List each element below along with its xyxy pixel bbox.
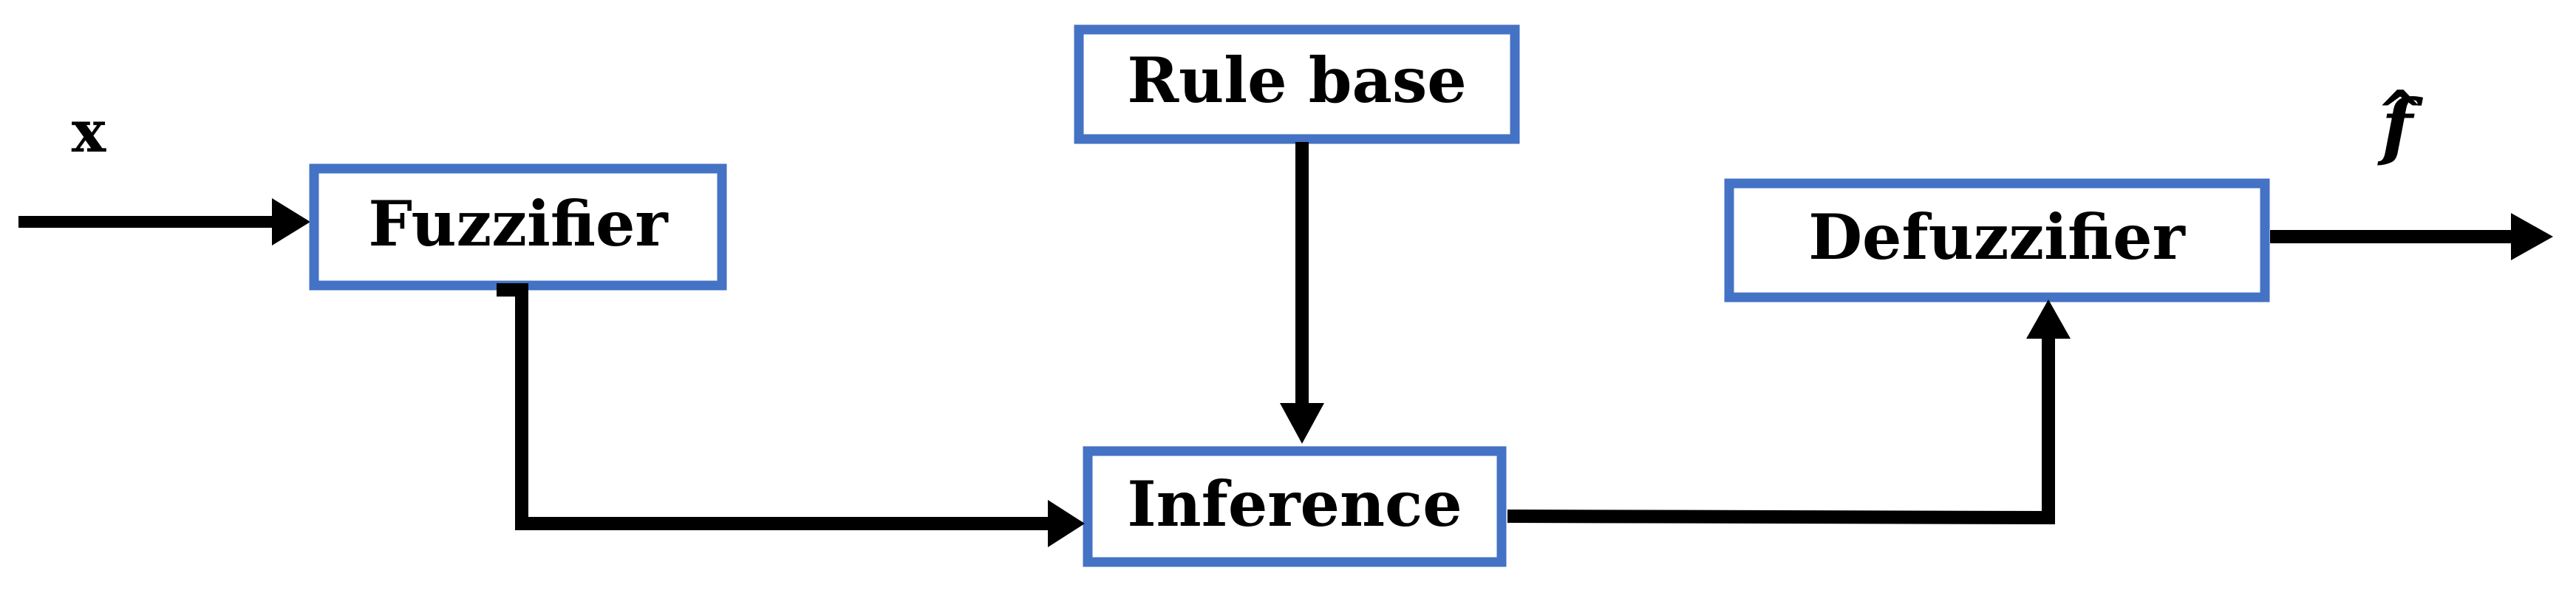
defuzzifier-label: Defuzzifier: [1808, 200, 2186, 274]
inference-to-defuzzifier-arrow: [1507, 300, 2071, 525]
output-signal-label: ^ f: [2376, 78, 2424, 169]
fuzzifier-to-inference-arrow: [497, 283, 1085, 547]
rule-base-to-inference-arrow: [1280, 142, 1324, 444]
output-arrow: [2270, 213, 2553, 260]
fuzzifier-label: Fuzzifier: [368, 187, 669, 260]
input-arrow: [18, 198, 310, 246]
output-signal-hat: ^: [2376, 78, 2424, 146]
inference-label: Inference: [1127, 467, 1462, 541]
defuzzifier-block: Defuzzifier: [1724, 178, 2270, 302]
inference-block: Inference: [1083, 446, 1507, 567]
input-signal-label: x: [72, 98, 107, 166]
rule-base-label: Rule base: [1127, 44, 1466, 117]
fuzzifier-block: Fuzzifier: [309, 163, 727, 291]
rule-base-block: Rule base: [1074, 24, 1520, 144]
